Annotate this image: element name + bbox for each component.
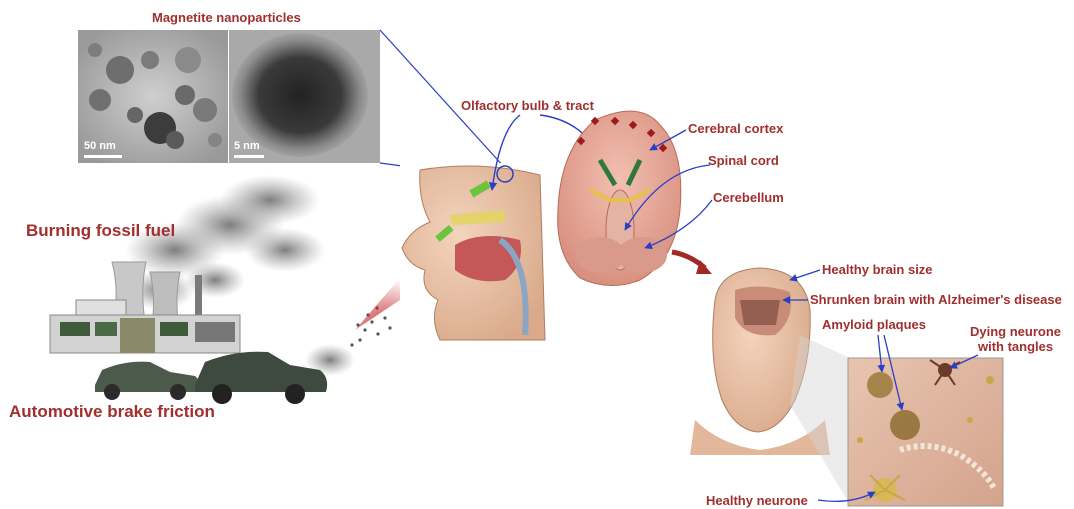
label-with-tangles: with tangles xyxy=(978,340,1053,354)
label-spinal-cord: Spinal cord xyxy=(708,154,779,168)
label-shrunken-brain: Shrunken brain with Alzheimer's disease xyxy=(810,293,1062,307)
label-burning-fossil-fuel: Burning fossil fuel xyxy=(26,222,175,241)
scale-bar-50nm xyxy=(84,155,122,158)
label-cerebral-cortex: Cerebral cortex xyxy=(688,122,783,136)
label-dying-neurone: Dying neurone xyxy=(970,325,1061,339)
label-olfactory: Olfactory bulb & tract xyxy=(461,99,594,113)
brain-illustration xyxy=(558,111,681,285)
head-cross-section xyxy=(400,163,545,340)
label-healthy-brain-size: Healthy brain size xyxy=(822,263,933,277)
scale-label-left: 50 nm xyxy=(84,140,116,152)
label-automotive-brake: Automotive brake friction xyxy=(9,403,215,422)
scale-label-right: 5 nm xyxy=(234,140,260,152)
neural-tissue-panel xyxy=(848,358,1003,506)
scale-bar-5nm xyxy=(234,155,264,158)
arrow-healthy-size xyxy=(790,270,820,280)
label-healthy-neurone: Healthy neurone xyxy=(706,494,808,508)
label-amyloid-plaques: Amyloid plaques xyxy=(822,318,926,332)
title-magnetite: Magnetite nanoparticles xyxy=(152,11,301,25)
zoom-wedge xyxy=(790,335,850,505)
car-back xyxy=(95,362,200,400)
label-cerebellum: Cerebellum xyxy=(713,191,784,205)
